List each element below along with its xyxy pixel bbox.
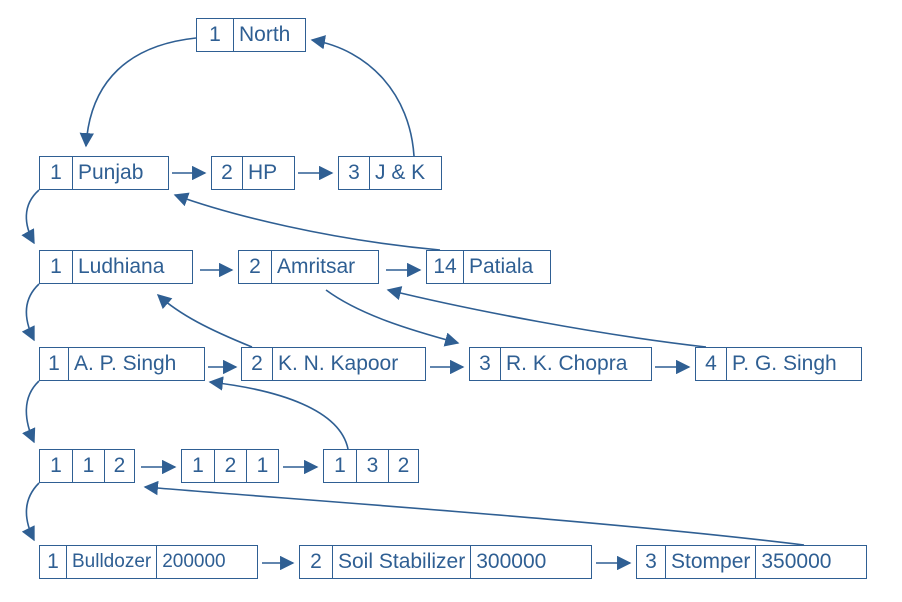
node-cell: 1 bbox=[72, 450, 104, 482]
edge-north-to-punjab bbox=[79, 37, 197, 148]
node-cell: 350000 bbox=[755, 546, 836, 578]
node-cell: 1 bbox=[246, 450, 278, 482]
edge-apsingh-to-code112 bbox=[22, 380, 40, 444]
edge-patiala-to-punjab bbox=[173, 192, 441, 251]
node-cell: North bbox=[233, 19, 295, 51]
edge-pgsingh-to-amritsar bbox=[386, 286, 707, 348]
node-cell: Ludhiana bbox=[72, 251, 169, 283]
node-cell: 2 bbox=[249, 255, 261, 278]
node-cell: 1 bbox=[209, 23, 221, 46]
node-cell: Patiala bbox=[463, 251, 538, 283]
node-cell: 3 bbox=[356, 450, 388, 482]
edge-amritsar-to-rkchopra bbox=[325, 289, 460, 347]
node-cell: R. K. Chopra bbox=[500, 348, 632, 380]
node-cell: 300000 bbox=[470, 546, 551, 578]
edge-knkapoor-to-ludhiana bbox=[156, 294, 253, 348]
node-cell: 1 bbox=[48, 352, 60, 375]
node-ludhiana: 1 Ludhiana bbox=[39, 250, 193, 284]
node-cell: 14 bbox=[433, 255, 457, 278]
node-cell: 2 bbox=[221, 161, 233, 184]
node-bulldozer: 1 Bulldozer 200000 bbox=[39, 545, 258, 579]
node-cell: 3 bbox=[348, 161, 360, 184]
edge-code132-to-apsingh bbox=[208, 376, 349, 450]
node-cell: 3 bbox=[479, 352, 491, 375]
node-apsingh: 1 A. P. Singh bbox=[39, 347, 205, 381]
node-cell: Punjab bbox=[72, 157, 148, 189]
node-cell: 200000 bbox=[156, 546, 230, 578]
node-knkapoor: 2 K. N. Kapoor bbox=[241, 347, 426, 381]
node-cell: P. G. Singh bbox=[726, 348, 842, 380]
edge-ludhiana-to-apsingh bbox=[21, 283, 40, 342]
node-cell: 2 bbox=[310, 550, 322, 573]
node-amritsar: 2 Amritsar bbox=[238, 250, 379, 284]
node-cell: 1 bbox=[50, 255, 62, 278]
edge-stomper-to-code112 bbox=[143, 480, 805, 546]
node-stomper: 3 Stomper 350000 bbox=[636, 545, 867, 579]
node-code-112: 1 1 2 bbox=[39, 449, 135, 483]
node-cell: A. P. Singh bbox=[68, 348, 181, 380]
edge-code112-to-bulldozer bbox=[21, 482, 40, 542]
edge-punjab-to-ludhiana bbox=[21, 189, 40, 245]
node-code-121: 1 2 1 bbox=[181, 449, 279, 483]
node-cell: 1 bbox=[47, 550, 59, 573]
node-cell: HP bbox=[242, 157, 282, 189]
node-cell: 4 bbox=[705, 352, 717, 375]
node-jk: 3 J & K bbox=[338, 156, 442, 190]
node-cell: J & K bbox=[369, 157, 430, 189]
node-soil-stabilizer: 2 Soil Stabilizer 300000 bbox=[299, 545, 592, 579]
node-cell: Bulldozer bbox=[66, 546, 156, 578]
node-cell: K. N. Kapoor bbox=[272, 348, 403, 380]
node-pgsingh: 4 P. G. Singh bbox=[695, 347, 862, 381]
node-cell: 3 bbox=[645, 550, 657, 573]
node-cell: 2 bbox=[388, 450, 418, 482]
node-hp: 2 HP bbox=[211, 156, 295, 190]
node-north: 1 North bbox=[196, 18, 306, 52]
node-cell: 2 bbox=[251, 352, 263, 375]
node-cell: 2 bbox=[104, 450, 134, 482]
node-cell: Soil Stabilizer bbox=[332, 546, 470, 578]
node-rkchopra: 3 R. K. Chopra bbox=[469, 347, 652, 381]
node-cell: Amritsar bbox=[271, 251, 360, 283]
node-cell: 1 bbox=[50, 454, 62, 477]
node-patiala: 14 Patiala bbox=[426, 250, 551, 284]
node-cell: 2 bbox=[214, 450, 246, 482]
node-code-132: 1 3 2 bbox=[323, 449, 419, 483]
edge-jk-to-north bbox=[310, 35, 415, 157]
node-cell: Stomper bbox=[665, 546, 755, 578]
node-cell: 1 bbox=[334, 454, 346, 477]
node-punjab: 1 Punjab bbox=[39, 156, 169, 190]
node-cell: 1 bbox=[50, 161, 62, 184]
node-cell: 1 bbox=[192, 454, 204, 477]
